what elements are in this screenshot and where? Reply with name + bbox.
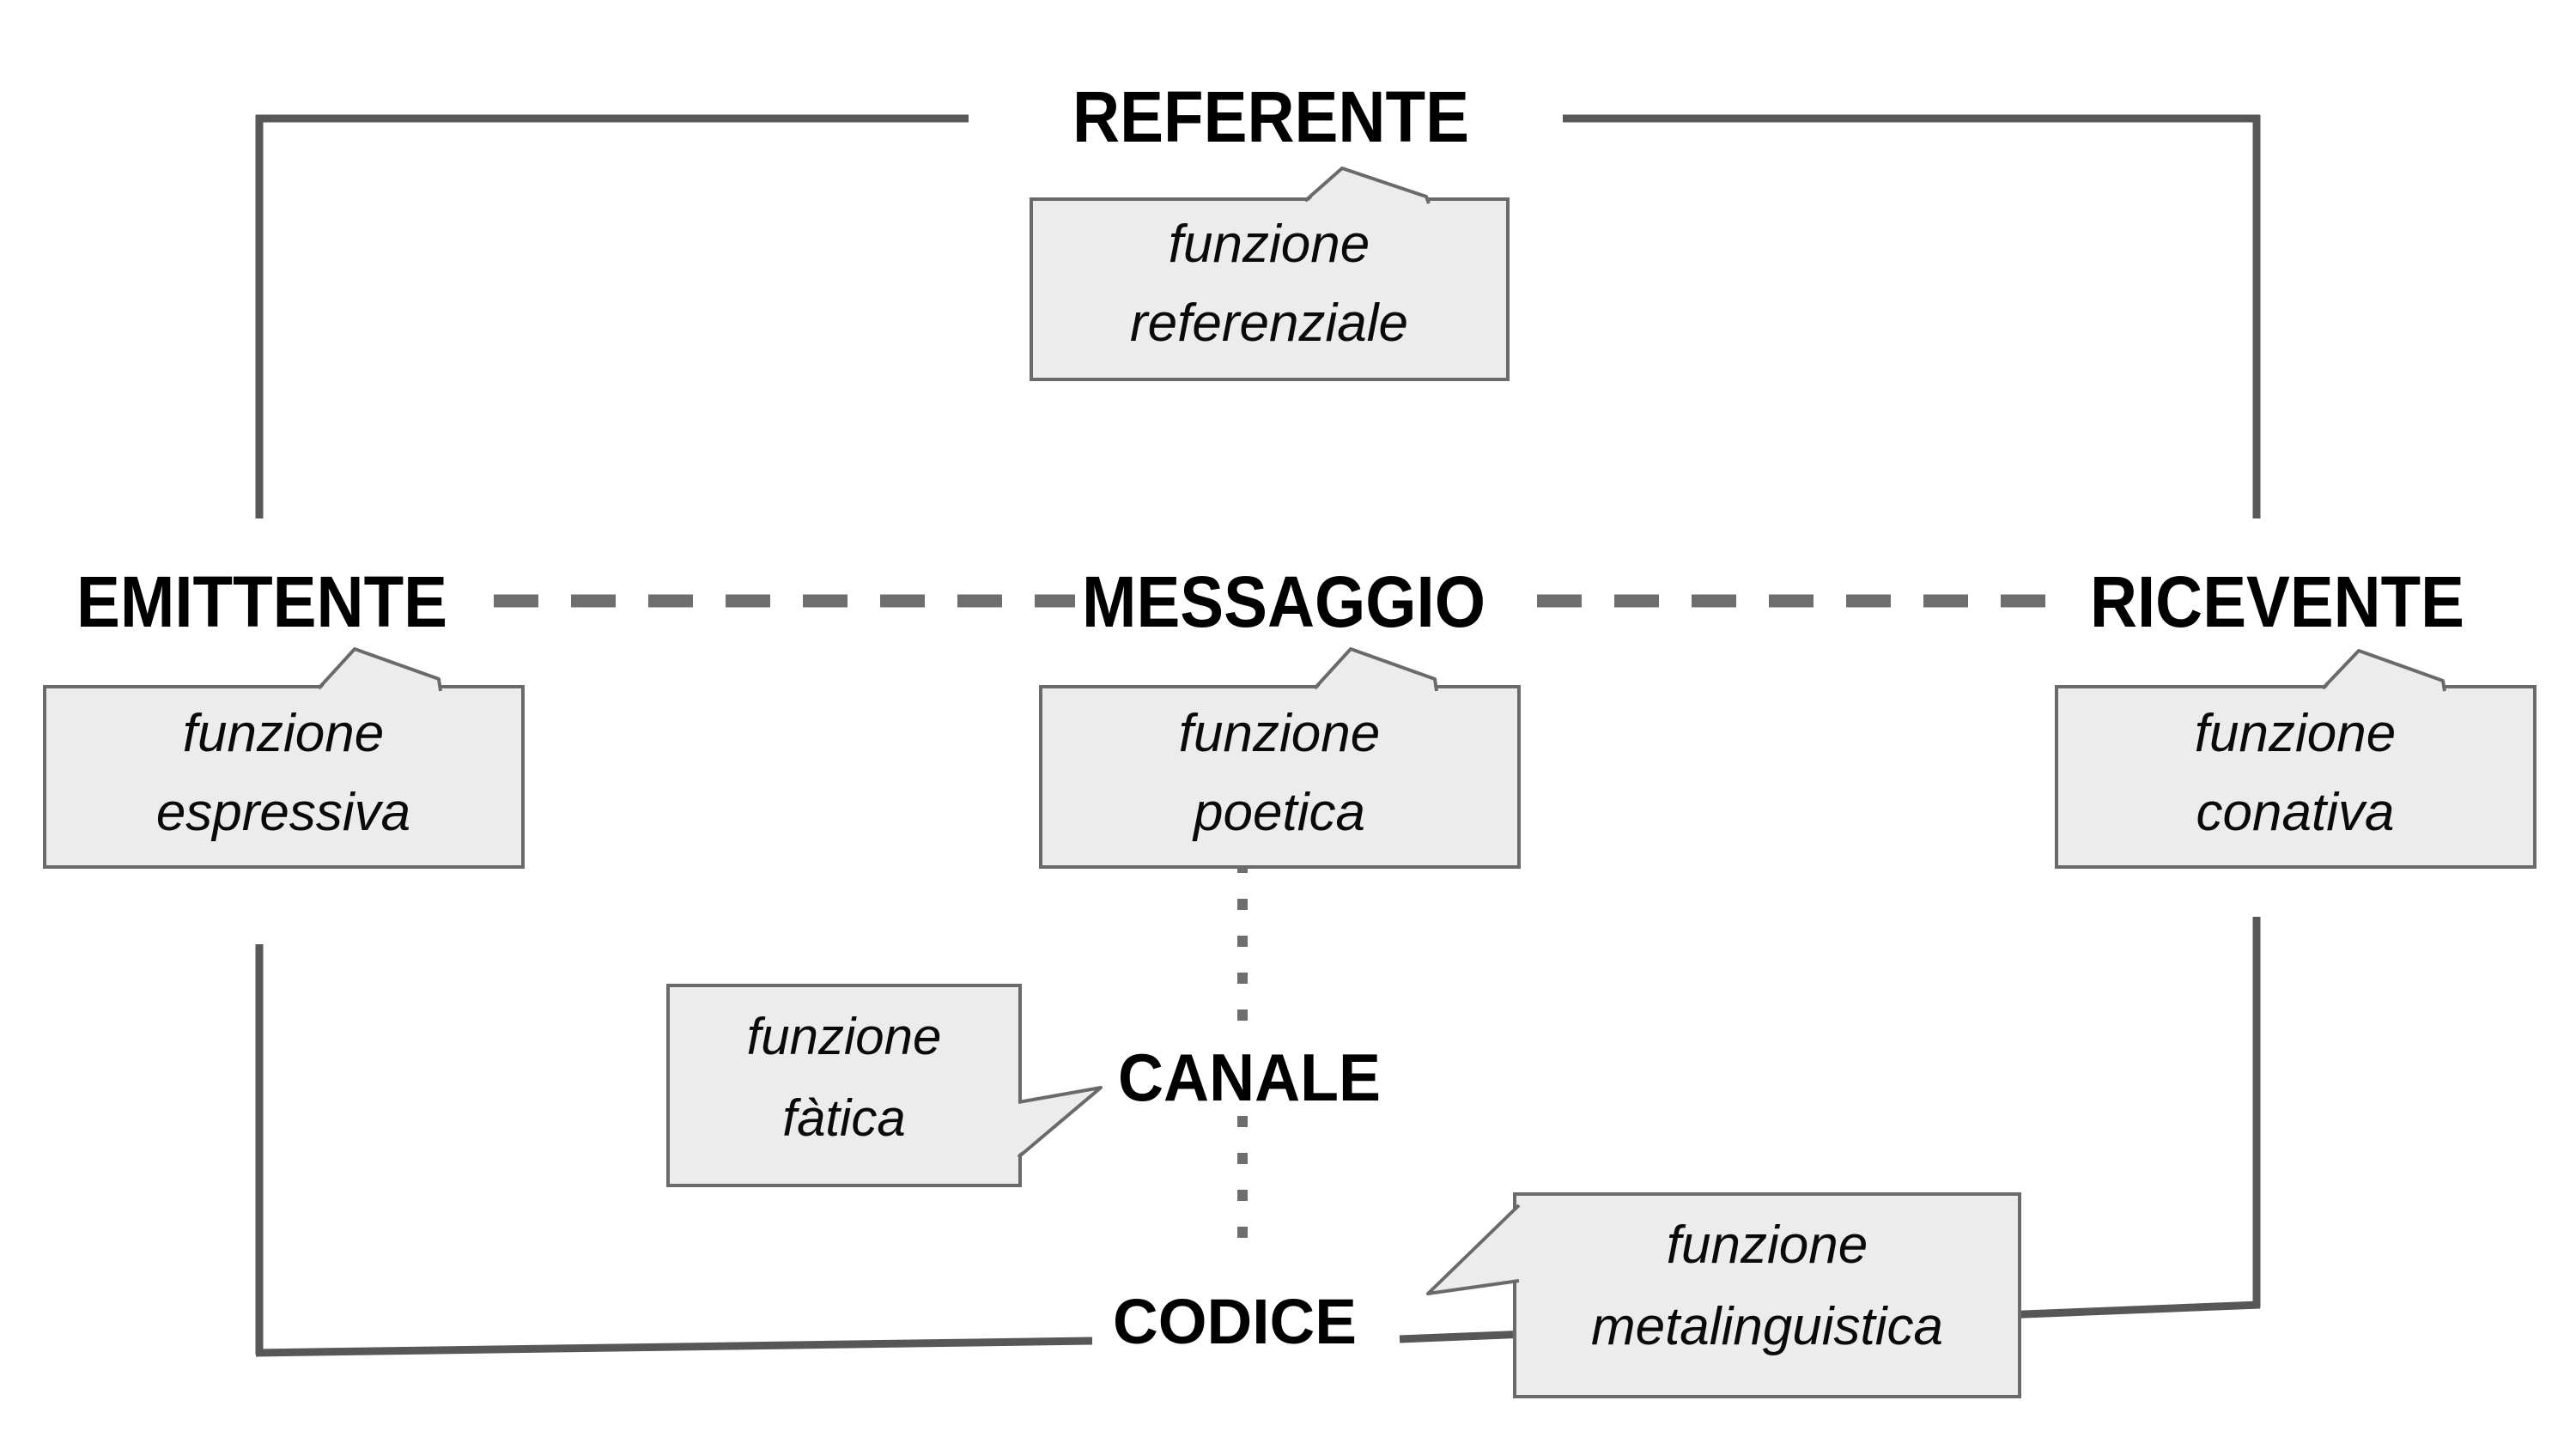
callout-poetica-line2: poetica <box>1192 783 1365 842</box>
callout-conativa-line1: funzione <box>2195 704 2396 763</box>
callout-espressiva-box <box>43 685 525 869</box>
callout-conativa-line2: conativa <box>2196 783 2395 842</box>
callout-fatica-line2: fàtica <box>782 1089 905 1147</box>
node-messaggio: MESSAGGIO <box>1082 561 1485 642</box>
node-emittente: EMITTENTE <box>76 561 447 642</box>
callout-fatica-box <box>666 984 1022 1187</box>
bracket-line-bottom-left <box>255 1337 1093 1357</box>
node-codice: CODICE <box>1113 1286 1357 1357</box>
callout-espressiva-line1: funzione <box>183 704 384 763</box>
callout-referenziale-line1: funzione <box>1169 215 1370 274</box>
node-referente: REFERENTE <box>1072 76 1469 157</box>
callout-referenziale-line2: referenziale <box>1130 294 1408 353</box>
callout-poetica-box <box>1039 685 1521 869</box>
callout-metalinguistica-line1: funzione <box>1667 1216 1868 1275</box>
callout-metalinguistica: funzione metalinguistica <box>1426 1192 2021 1398</box>
callout-poetica: funzione poetica <box>1039 647 1521 869</box>
callout-fatica: funzione fàtica <box>666 984 1103 1187</box>
callout-referenziale-box <box>1030 197 1510 381</box>
node-canale: CANALE <box>1118 1040 1381 1115</box>
callout-conativa-tail <box>2323 651 2445 692</box>
callout-fatica-line1: funzione <box>747 1008 942 1065</box>
callout-metalinguistica-line2: metalinguistica <box>1591 1297 1943 1356</box>
callout-espressiva: funzione espressiva <box>43 647 525 869</box>
callout-referenziale: funzione referenziale <box>1030 167 1510 381</box>
callout-metalinguistica-box <box>1513 1192 2021 1398</box>
callout-referenziale-tail <box>1305 168 1429 204</box>
callout-conativa: funzione conativa <box>2055 649 2537 869</box>
callout-poetica-tail <box>1315 649 1437 692</box>
node-ricevente: RICEVENTE <box>2090 561 2464 642</box>
callout-espressiva-line2: espressiva <box>156 783 410 842</box>
callout-conativa-box <box>2055 685 2537 869</box>
callout-poetica-line1: funzione <box>1179 704 1380 763</box>
callout-espressiva-tail <box>319 649 440 692</box>
